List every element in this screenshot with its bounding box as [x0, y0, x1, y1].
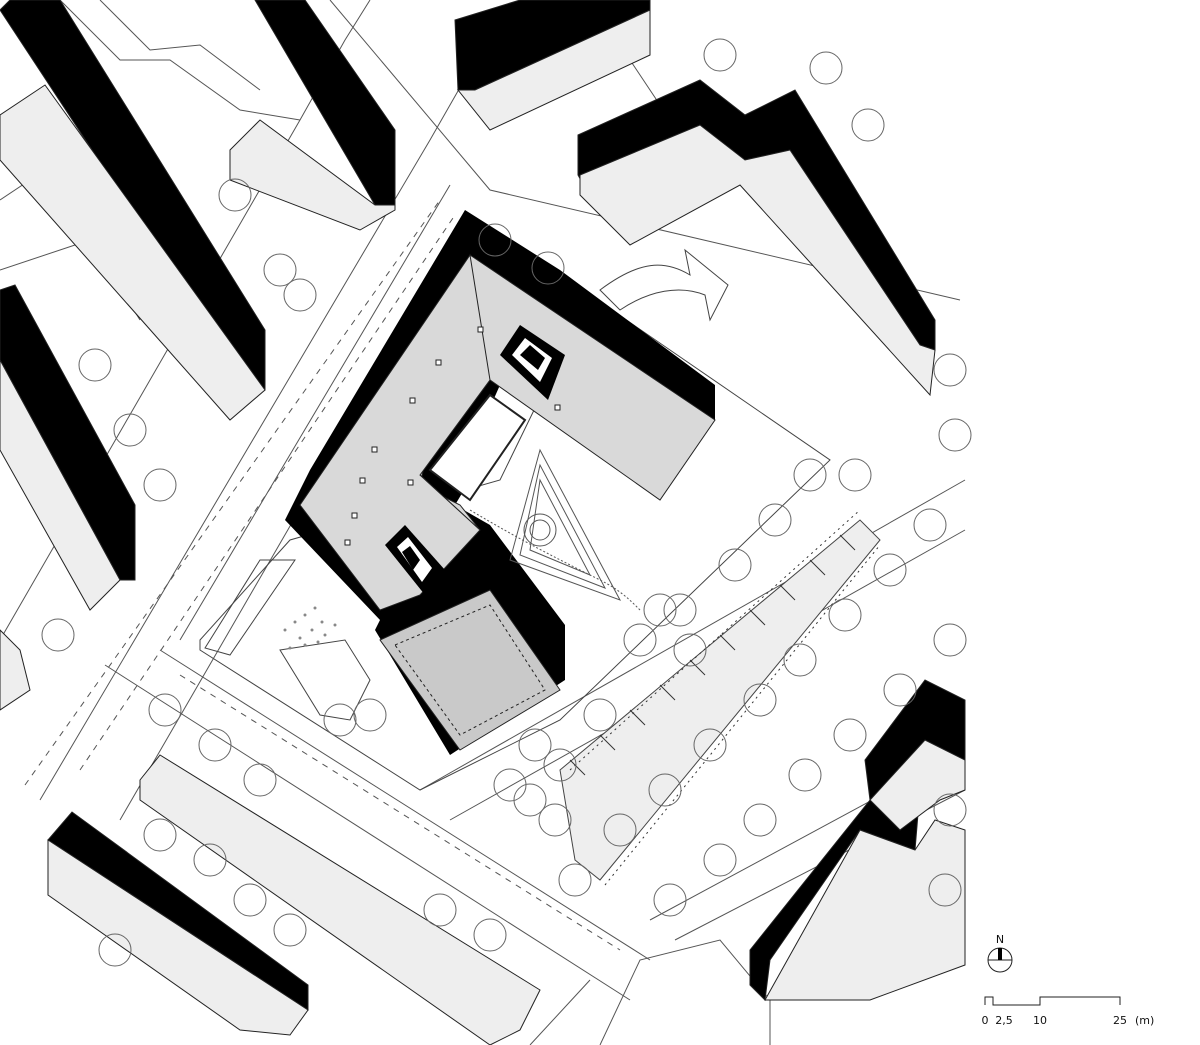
scale-bar: 0 2,5 10 25 (m) — [982, 996, 1154, 1027]
scale-unit: (m) — [1135, 1014, 1154, 1027]
north-label: N — [996, 933, 1004, 946]
scale-tick-2-5: 2,5 — [995, 1014, 1013, 1027]
skylights — [344, 326, 561, 546]
building-bottom-centre — [139, 754, 541, 1045]
scale-tick-10: 10 — [1033, 1014, 1047, 1027]
roof-core-upper — [500, 325, 565, 400]
main-building — [285, 210, 716, 755]
main-building-roof-lower — [379, 589, 561, 751]
building-left-middle — [0, 284, 136, 611]
building-top-left — [0, 0, 266, 421]
parking-stalls — [569, 534, 856, 776]
access-arrow — [599, 248, 729, 322]
scale-tick-0: 0 — [982, 1014, 989, 1027]
building-left-small — [0, 629, 31, 711]
building-bottom-left — [47, 811, 309, 1036]
roof-core-lower — [385, 525, 445, 595]
neighbour-buildings — [0, 0, 966, 1045]
building-top-centre — [454, 0, 651, 131]
parking-area — [559, 509, 881, 886]
north-arrow: N — [987, 933, 1013, 973]
scale-tick-25: 25 — [1113, 1014, 1127, 1027]
building-top-right — [577, 79, 936, 397]
courtyard-garden — [469, 448, 641, 611]
building-right — [749, 679, 966, 1002]
main-building-shadow — [285, 210, 715, 755]
trees — [41, 38, 972, 967]
planting-area — [283, 606, 337, 650]
building-top-left-2 — [229, 0, 396, 231]
